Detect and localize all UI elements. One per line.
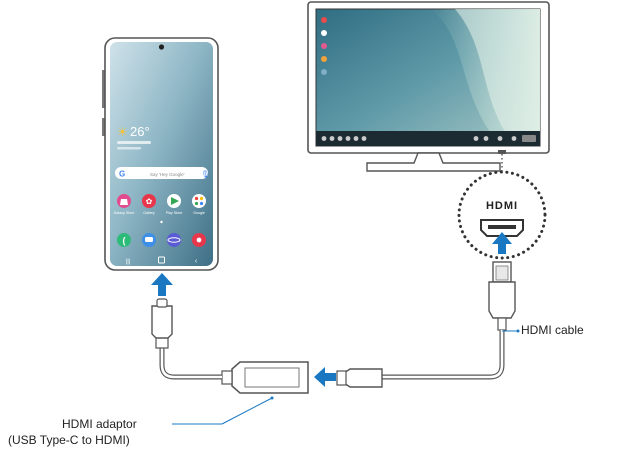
svg-text:✿: ✿ [146, 197, 153, 206]
adaptor-insert-arrow [314, 367, 336, 387]
phone-search-bar[interactable] [115, 167, 208, 179]
hdmi-adaptor-label: HDMI adaptor [62, 417, 137, 431]
hdmi-port-callout: HDMI [457, 154, 547, 260]
phone-app-icon[interactable] [117, 233, 131, 247]
front-camera [158, 44, 165, 50]
tv-monitor [307, 1, 550, 172]
phone-nav-bar: ||| ‹ [126, 256, 198, 265]
callout-dotted-circle [457, 170, 547, 260]
gallery-icon[interactable] [142, 194, 156, 208]
app-label-1: Gallery [143, 211, 155, 215]
tv-desktop-icons [321, 17, 327, 75]
tv-taskbar-icons [321, 135, 536, 142]
recents-icon[interactable]: ||| [126, 259, 131, 265]
internet-app-icon[interactable] [167, 233, 181, 247]
google-folder-icon[interactable] [192, 194, 206, 208]
tv-taskbar [316, 131, 540, 146]
hdmi-cable-label: HDMI cable [521, 323, 584, 337]
hdmi-adaptor [151, 298, 309, 425]
hdmi-insert-arrow [492, 232, 512, 254]
app-label-0: Galaxy Store [114, 211, 135, 215]
tv-hdmi-port [498, 150, 506, 154]
tv-stand [366, 152, 501, 172]
svg-text:(: ( [123, 236, 126, 246]
phone-dock: ( [117, 233, 206, 247]
back-icon[interactable]: ‹ [195, 258, 198, 265]
mic-icon: 🎙 [201, 171, 210, 179]
phone-insert-arrow [151, 273, 173, 296]
home-icon[interactable] [158, 256, 165, 264]
sun-icon: ☀ [117, 125, 128, 139]
phone-screen [110, 42, 213, 266]
hdmi-cable [336, 261, 520, 388]
search-placeholder: Say 'Hey Google' [150, 172, 185, 177]
google-g-icon: G [119, 170, 125, 179]
temperature: 26° [130, 124, 150, 139]
app-row: ✿ Galaxy Store Gallery Play Store Google [114, 194, 206, 215]
app-label-2: Play Store [166, 211, 183, 215]
smartphone: ☀ 26° G Say 'Hey Google' 🎙 ✿ Galaxy Stor… [102, 37, 219, 271]
app-label-3: Google [193, 211, 205, 215]
hdmi-adaptor-sublabel: (USB Type-C to HDMI) [8, 433, 130, 447]
hdmi-logo: HDMI [486, 200, 518, 212]
